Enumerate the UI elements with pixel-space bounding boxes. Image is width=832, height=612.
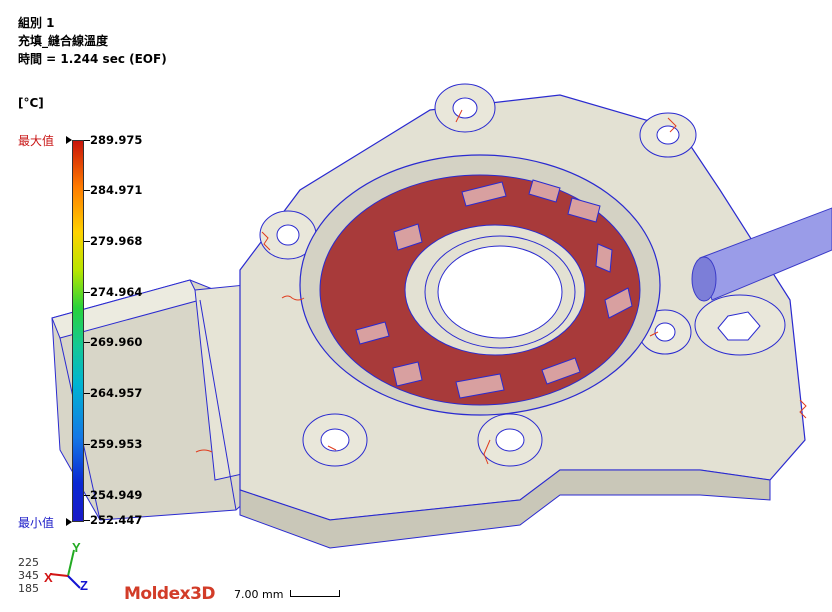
axis-y-label: Y <box>72 540 81 555</box>
legend-unit: [°C] <box>18 96 44 110</box>
legend-tick-label: 252.447 <box>90 513 143 527</box>
result-title: 充填_縫合線溫度 <box>18 34 109 48</box>
legend-min-label: 最小值 <box>18 516 55 530</box>
legend-tick-mark <box>84 495 90 496</box>
axis-triad-icon: Y X Z <box>44 540 88 593</box>
axis-x-label: X <box>44 570 53 585</box>
legend-tick-label: 274.964 <box>90 285 143 299</box>
scale-bar <box>290 590 340 597</box>
legend-tick-mark <box>84 292 90 293</box>
legend-tick-label: 254.949 <box>90 488 143 502</box>
weld-lines <box>195 109 807 465</box>
color-legend-bar <box>72 140 84 522</box>
max-arrow-icon <box>66 136 72 144</box>
legend-tick-label: 259.953 <box>90 437 143 451</box>
legend-tick-label: 279.968 <box>90 234 143 248</box>
legend-tick-mark <box>84 241 90 242</box>
legend-tick-mark <box>84 342 90 343</box>
nozzle <box>691 207 832 302</box>
legend-tick-label: 284.971 <box>90 183 143 197</box>
legend-tick-mark <box>84 140 90 141</box>
raised-pads <box>355 179 633 399</box>
axis-value: 225 <box>18 556 39 569</box>
legend-tick-mark <box>84 393 90 394</box>
view-axis-values: 225 345 185 <box>18 556 39 595</box>
legend-tick-mark <box>84 520 90 521</box>
axis-z-label: Z <box>80 578 88 593</box>
axis-value: 345 <box>18 569 39 582</box>
scale-label: 7.00 mm <box>234 588 284 601</box>
axis-value: 185 <box>18 582 39 595</box>
legend-tick-mark <box>84 190 90 191</box>
legend-tick-mark <box>84 444 90 445</box>
legend-tick-label: 264.957 <box>90 386 143 400</box>
legend-tick-label: 289.975 <box>90 133 143 147</box>
boss-holes <box>259 83 786 467</box>
moldex3d-logo: Moldex3D <box>124 584 216 604</box>
time-label: 時間 = 1.244 sec (EOF) <box>18 52 167 66</box>
group-label: 組別 1 <box>18 16 55 30</box>
legend-tick-label: 269.960 <box>90 335 143 349</box>
legend-max-label: 最大值 <box>18 134 55 148</box>
min-arrow-icon <box>66 518 72 526</box>
